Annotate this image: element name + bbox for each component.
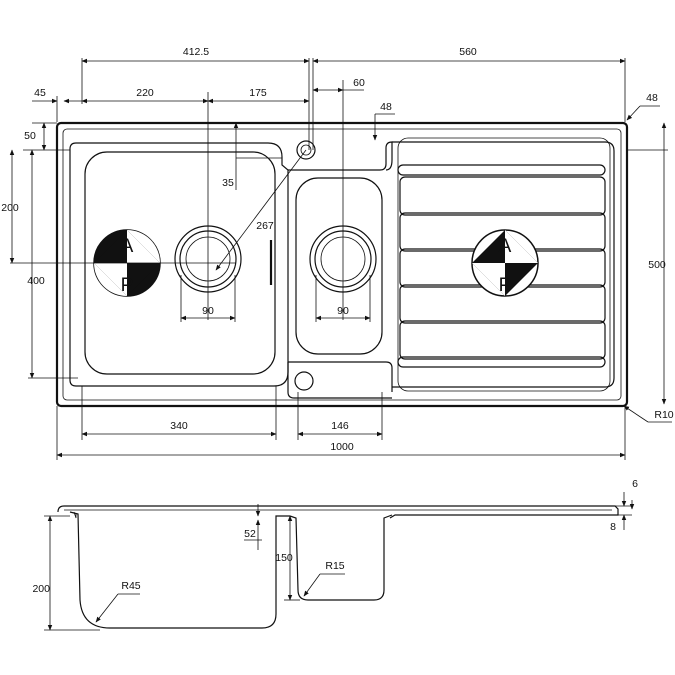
dim-90-main: 90 xyxy=(202,305,214,317)
dim-48-right: 48 xyxy=(646,92,658,104)
dim-60: 60 xyxy=(353,77,365,89)
dim-200-section: 200 xyxy=(32,583,50,595)
section-view xyxy=(57,505,619,629)
dim-400: 400 xyxy=(27,275,45,287)
section-small-bowl xyxy=(289,514,393,601)
dim-150: 150 xyxy=(275,552,293,564)
main-bowl-outer xyxy=(69,142,289,387)
drainer-groove xyxy=(397,356,606,368)
dim-50: 50 xyxy=(24,130,36,142)
dim-r15: R15 xyxy=(325,560,344,572)
dim-52: 52 xyxy=(244,528,256,540)
dim-8: 8 xyxy=(610,521,616,533)
dim-146: 146 xyxy=(331,420,349,432)
ap-symbol-right: A P xyxy=(471,229,539,297)
plan-dimensions: 412.5 560 45 220 175 60 48 48 50 xyxy=(1,46,674,460)
dim-1000: 1000 xyxy=(330,441,354,453)
dim-220: 220 xyxy=(136,87,154,99)
dim-r10: R10 xyxy=(654,409,673,421)
ap-letter-a: A xyxy=(499,236,512,257)
drainer-inner xyxy=(397,137,611,392)
tap-hole-ring xyxy=(300,144,312,156)
dim-500: 500 xyxy=(648,259,666,271)
dim-35: 35 xyxy=(222,177,234,189)
dim-340: 340 xyxy=(170,420,188,432)
section-dimensions: 6 8 200 R45 52 150 R15 xyxy=(32,478,638,631)
drainer-groove xyxy=(399,176,606,216)
dim-6: 6 xyxy=(632,478,638,490)
sink-outline xyxy=(55,121,629,408)
ap-letter-a: A xyxy=(121,236,134,257)
ap-letter-p: P xyxy=(121,275,134,296)
tap-hole xyxy=(296,140,316,160)
dim-412-5: 412.5 xyxy=(183,46,209,58)
drainer-groove xyxy=(397,164,606,176)
small-bowl-outer xyxy=(287,141,393,399)
dim-267: 267 xyxy=(256,220,274,232)
drainer-groove xyxy=(399,320,606,360)
section-rim xyxy=(57,505,619,519)
sink-inner-rim xyxy=(62,128,622,401)
small-overflow-hole xyxy=(294,371,314,391)
plan-view: A P A P xyxy=(10,58,629,408)
dim-48-drainer: 48 xyxy=(380,101,392,113)
ap-letter-p: P xyxy=(499,275,512,296)
section-main-bowl xyxy=(69,511,290,629)
dim-200-left: 200 xyxy=(1,202,19,214)
small-bowl-inner xyxy=(295,177,383,355)
dim-45: 45 xyxy=(34,87,46,99)
dim-r45: R45 xyxy=(121,580,140,592)
dim-175: 175 xyxy=(249,87,267,99)
dim-560: 560 xyxy=(459,46,477,58)
dim-90-small: 90 xyxy=(337,305,349,317)
